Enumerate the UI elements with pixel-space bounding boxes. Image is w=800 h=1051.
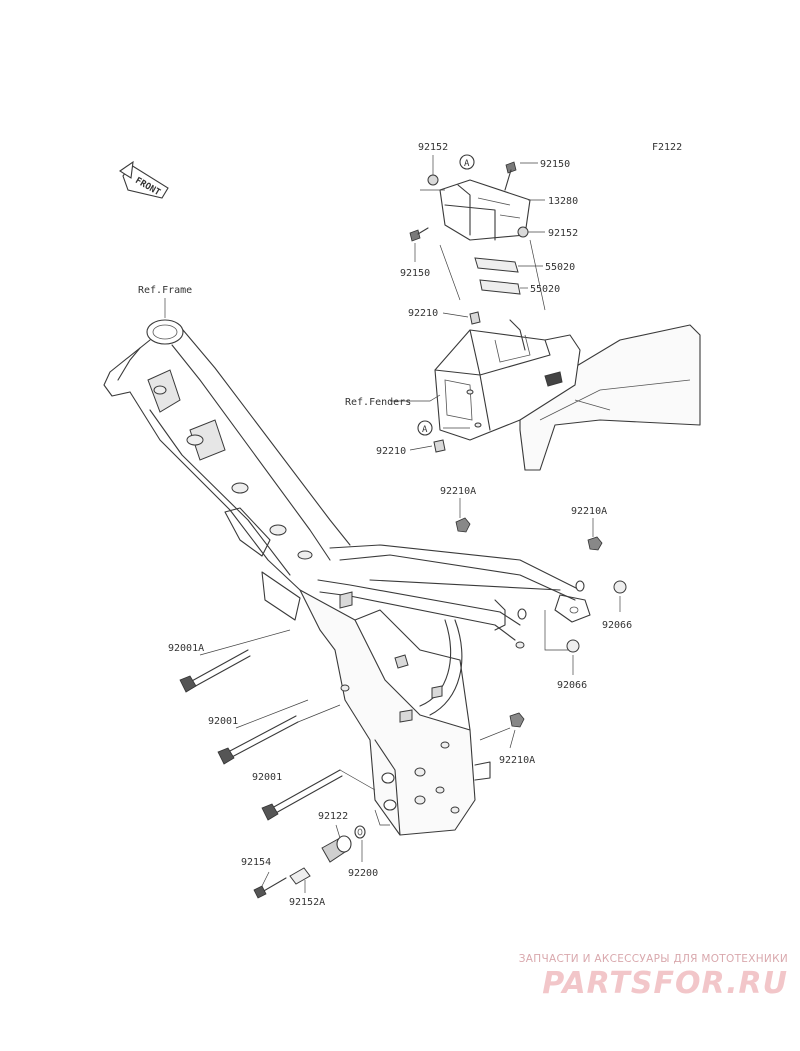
diagram-code: F2122 bbox=[652, 142, 682, 153]
part-label: 92200 bbox=[348, 868, 378, 879]
part-labels: 92152 92150 13280 92152 92150 55020 5502… bbox=[168, 142, 632, 908]
hardware bbox=[179, 161, 627, 899]
part-label: 13280 bbox=[548, 196, 578, 207]
watermark-logo: PARTSFOR.RU bbox=[542, 966, 788, 1001]
part-label: 55020 bbox=[530, 284, 560, 295]
leader-lines bbox=[164, 155, 621, 893]
part-label: 92152 bbox=[418, 142, 448, 153]
pad-55020-a bbox=[474, 257, 519, 273]
part-label: 92210 bbox=[408, 308, 438, 319]
part-label: 92122 bbox=[318, 811, 348, 822]
pad-55020-b bbox=[479, 279, 521, 295]
front-direction-arrow: FRONT bbox=[119, 160, 169, 199]
watermark-subtitle: ЗАПЧАСТИ И АКСЕССУАРЫ ДЛЯ МОТОТЕХНИКИ bbox=[518, 953, 788, 965]
part-label: 92210 bbox=[376, 446, 406, 457]
part-label: 92001 bbox=[208, 716, 238, 727]
part-label: 92152 bbox=[548, 228, 578, 239]
part-label: 92154 bbox=[241, 857, 271, 868]
battery-case-assembly bbox=[420, 179, 701, 471]
part-label: 92210A bbox=[499, 755, 535, 766]
part-label: 92210A bbox=[571, 506, 607, 517]
ref-fenders-label: Ref.Fenders bbox=[345, 397, 411, 408]
part-label: 92150 bbox=[540, 159, 570, 170]
part-label: 92001A bbox=[168, 643, 204, 654]
part-label: 55020 bbox=[545, 262, 575, 273]
callout-a-lower: A bbox=[417, 420, 433, 436]
part-label: 92150 bbox=[400, 268, 430, 279]
part-label: 92066 bbox=[602, 620, 632, 631]
svg-text:A: A bbox=[422, 425, 428, 435]
part-label: 92001 bbox=[252, 772, 282, 783]
part-label: 92152A bbox=[289, 897, 325, 908]
callout-a-top: A bbox=[459, 154, 475, 170]
ref-frame-label: Ref.Frame bbox=[138, 285, 192, 296]
part-label: 92210A bbox=[440, 486, 476, 497]
part-label: 92066 bbox=[557, 680, 587, 691]
frame-assembly bbox=[103, 319, 591, 836]
steering-head bbox=[146, 319, 184, 345]
svg-text:A: A bbox=[464, 159, 470, 169]
